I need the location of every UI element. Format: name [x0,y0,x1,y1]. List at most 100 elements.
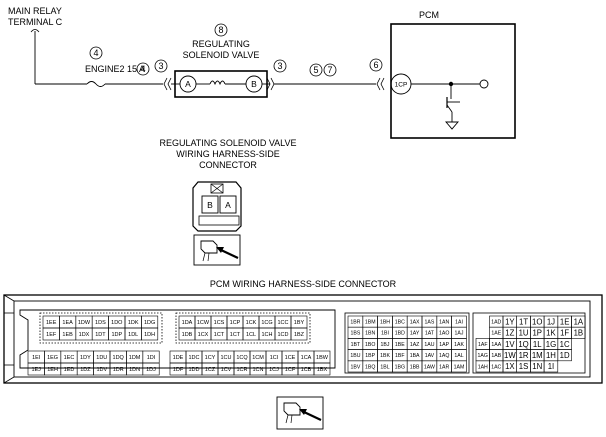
valve-connector-title-line1: REGULATING SOLENOID VALVE [159,138,296,148]
pin-label: 1AX [410,319,420,325]
pin-label: 1AF [478,342,488,348]
pin-label: 1DY [80,355,91,361]
valve-left-callout-circle [154,59,168,73]
pin-label: 1BZ [294,332,305,338]
pcm-callout-circle [369,58,383,72]
pin-label: 1BQ [365,364,375,370]
pin-label: 1K [546,329,556,338]
transistor-emitter [446,104,453,113]
pin-cell [543,360,559,373]
fuse-callout-circle [89,46,103,60]
pin-label: 1DD [188,367,199,373]
pin-label: 1DU [96,355,107,361]
pin-label: 1H [546,351,556,360]
pin-label: 1CY [205,355,216,361]
pin-label: 1BO [365,342,375,348]
valve-connector-title-line3: CONNECTOR [199,160,257,170]
valve-connector-pin-a [219,195,237,214]
valve-left-connector-symbol [163,77,172,91]
pin-label: 1AE [491,331,501,337]
pin-label: 1BD [395,331,405,337]
pin-label: 1DB [182,332,193,338]
pin-label: 1X [505,362,515,371]
main-relay-label-line1: MAIN RELAY [8,6,62,16]
pin-label: 1T [519,317,528,326]
pin-label: 1CZ [205,367,216,373]
pin-label: 1AV [425,353,435,359]
pin-label: 1CA [301,355,312,361]
pin-label: 1AJ [455,331,464,337]
pin-label: 1EC [64,355,75,361]
connector-view-icon-2 [276,396,324,430]
pin-label: 1DQ [113,355,125,361]
pin-label: 1DW [78,320,91,326]
pin-label: 1DO [111,320,123,326]
valve-connector-title-line2: WIRING HARNESS-SIDE [176,149,280,159]
pin-label: 1BN [365,331,375,337]
harness-callout-1: 5 [313,65,318,75]
pin-label: 1CE [285,355,296,361]
pin-label: 1P [532,329,542,338]
pin-label: 1AG [478,353,488,359]
pin-label: 1BL [380,364,389,370]
pcm-connector-housing [3,294,603,384]
connector-view-icon [193,234,241,266]
pin-label: 1CL [246,332,256,338]
pin-label: 1C [560,340,570,349]
pin-label: 1EE [46,320,57,326]
fuse-callout-top: 4 [93,48,98,58]
pin-label: 1CQ [236,355,248,361]
pin-label: 1AZ [410,342,420,348]
pin-label: 1DG [144,320,155,326]
pin-label: 1Z [505,329,514,338]
valve-connector-pin-b [201,195,219,214]
pin-label: 1BW [316,355,329,361]
pin-label: 1CS [214,320,225,326]
pin-label: 1I [548,362,555,371]
pin-label: 1CF [285,367,296,373]
pin-label: 1AQ [439,353,449,359]
pin-label: 1BS [350,331,360,337]
valve-right-callout: 3 [277,61,282,71]
coil-icon [209,80,226,86]
pin-label: 1DR [113,367,124,373]
pin-label: 1BB [410,364,420,370]
pin-label: 1CI [270,355,279,361]
pin-label: 1CU [220,355,231,361]
pcm-internal-terminal [479,79,489,89]
pin-label: 1CH [261,332,272,338]
pin-label: 1AR [439,364,449,370]
pin-label: 1AB [491,353,501,359]
pcm-connector-symbol [376,77,385,91]
pin-label: 1S [519,362,529,371]
pin-label: 1DF [173,367,184,373]
pin-label: 1DV [96,367,107,373]
valve-title-line2: SOLENOID VALVE [183,50,260,60]
pin-label: 1CN [252,367,263,373]
valve-connector-pin-b-label: B [207,200,213,210]
pin-label: 1D [560,351,570,360]
pin-label: 1DJ [146,367,156,373]
pin-label: 1BM [365,319,376,325]
pin-label: 1EH [47,367,58,373]
pcm-connector-title: PCM WIRING HARNESS-SIDE CONNECTOR [210,279,397,289]
pin-label: 1B [574,329,584,338]
pin-label: 1CK [246,320,257,326]
pin-label: 1J [547,317,555,326]
fuse-callout-side-circle [136,62,150,76]
pin-label: 1L [533,340,542,349]
pin-label: 1BJ [381,342,390,348]
pin-label: 1BF [395,353,405,359]
pin-label: 1Q [518,340,528,349]
pin-label: 1CG [261,320,272,326]
pin-label: 1DZ [80,367,91,373]
pin-label: 1AN [439,319,449,325]
pin-cell [571,326,586,339]
pin-label: 1G [546,340,556,349]
pin-label: 1CJ [269,367,279,373]
wire-break-symbol [30,29,40,33]
pin-label: 1ED [64,367,75,373]
pin-label: 1EB [62,332,73,338]
pin-label: 1R [519,351,529,360]
